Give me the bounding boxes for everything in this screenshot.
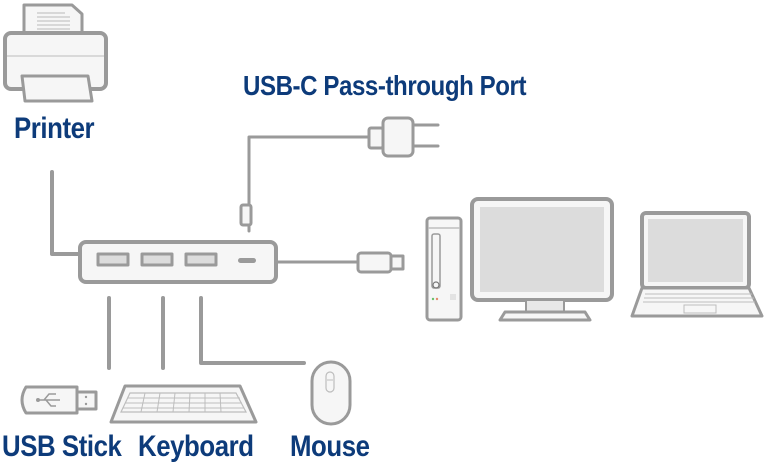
passthrough-port-label: USB-C Pass-through Port <box>243 70 527 101</box>
usb-stick-label: USB Stick <box>2 430 122 463</box>
monitor-icon <box>470 197 614 322</box>
laptop-icon <box>630 211 764 318</box>
power-adapter-icon <box>239 116 440 233</box>
usb-hub-icon <box>78 240 405 284</box>
mouse-icon <box>310 360 352 426</box>
usb-stick-icon <box>20 385 98 415</box>
printer-cable <box>50 170 82 256</box>
printer-label: Printer <box>14 112 95 145</box>
keyboard-icon <box>109 384 258 424</box>
keyboard-label: Keyboard <box>138 430 254 463</box>
printer-icon <box>3 3 108 103</box>
mouse-label: Mouse <box>290 430 370 463</box>
desktop-tower-icon <box>425 216 463 322</box>
mouse-cable <box>199 296 306 365</box>
